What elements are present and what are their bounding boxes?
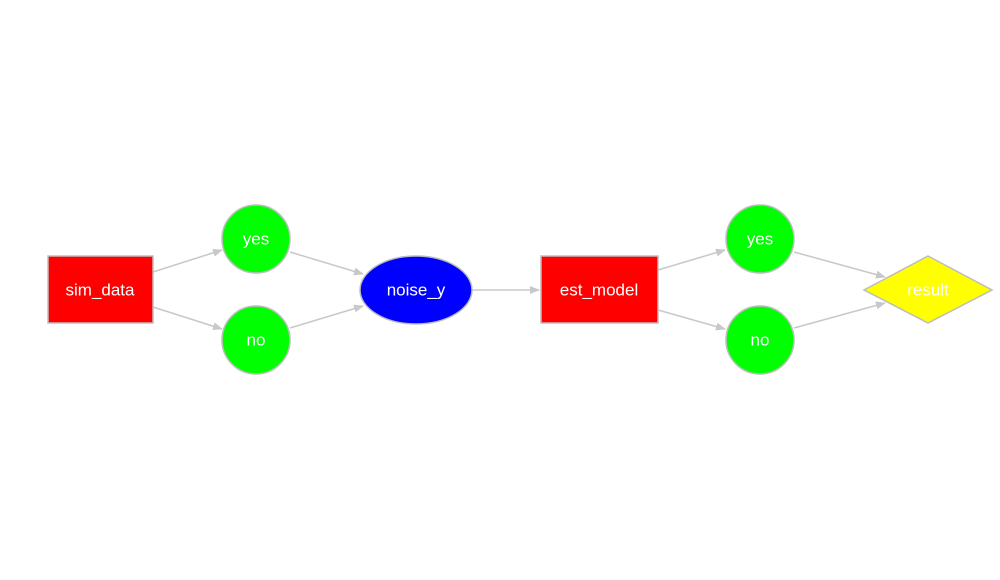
- nodes-layer: sim_data yes no noise_y est_model yes: [47, 204, 994, 375]
- node-shape: [540, 255, 659, 324]
- node-noise-y[interactable]: noise_y: [359, 255, 473, 325]
- node-shape: [725, 204, 795, 274]
- node-result[interactable]: result: [862, 255, 994, 324]
- node-label: no: [751, 331, 770, 350]
- edge-est-model-to-no: [657, 309, 726, 331]
- node-no-2[interactable]: no: [725, 305, 795, 375]
- node-yes-1[interactable]: yes: [221, 204, 291, 274]
- node-label: est_model: [560, 281, 638, 300]
- node-label: yes: [747, 230, 773, 249]
- node-no-1[interactable]: no: [221, 305, 291, 375]
- node-label: result: [907, 281, 949, 300]
- node-est-model[interactable]: est_model: [540, 255, 659, 324]
- node-label: no: [247, 331, 266, 350]
- edge-yes-to-noise-y: [289, 251, 364, 276]
- edge-no-to-noise-y: [289, 304, 364, 329]
- node-shape: [221, 204, 291, 274]
- node-sim-data[interactable]: sim_data: [47, 255, 154, 324]
- edges-layer: [152, 248, 886, 331]
- node-yes-2[interactable]: yes: [725, 204, 795, 274]
- edge-yes-to-result: [793, 251, 886, 279]
- node-shape: [221, 305, 291, 375]
- node-shape: [862, 255, 994, 324]
- node-label: yes: [243, 230, 269, 249]
- node-shape: [47, 255, 154, 324]
- edge-sim-data-to-no: [152, 306, 223, 331]
- node-shape: [359, 255, 473, 325]
- node-label: noise_y: [387, 281, 446, 300]
- edge-no-to-result: [793, 301, 886, 329]
- node-shape: [725, 305, 795, 375]
- edge-sim-data-to-yes: [152, 248, 223, 273]
- edge-est-model-to-yes: [657, 248, 726, 271]
- node-label: sim_data: [66, 281, 136, 300]
